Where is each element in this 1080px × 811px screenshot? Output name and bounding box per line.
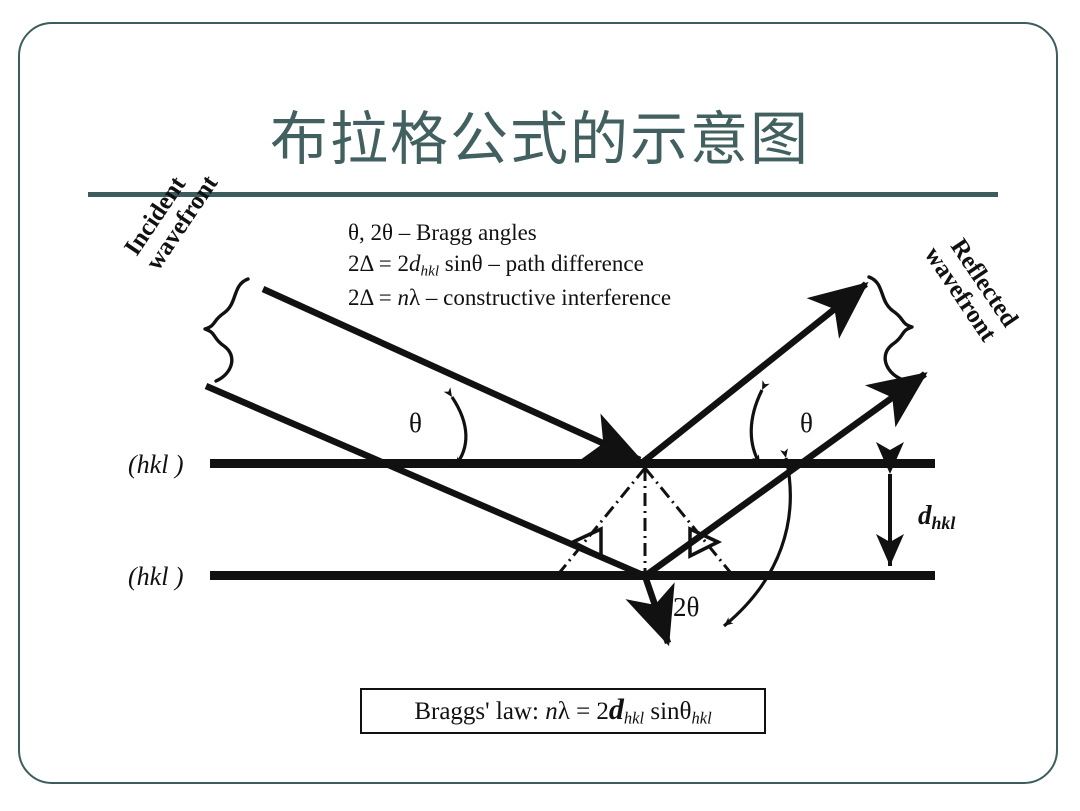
law-prefix: Braggs' law: xyxy=(414,698,546,726)
theta-left-label: θ xyxy=(409,408,422,438)
law-sin: sinθ xyxy=(644,698,692,726)
delta-marker-left xyxy=(568,526,603,559)
theta-right-arc xyxy=(749,380,770,465)
lattice-plane-bottom xyxy=(210,571,935,580)
plane-label-top: (hkl ) xyxy=(128,450,184,479)
incident-ray-lower xyxy=(204,383,647,579)
two-theta-arc xyxy=(722,448,792,628)
eq3-var: n xyxy=(397,285,410,311)
transmitted-ray xyxy=(625,574,675,647)
title-underline-rule xyxy=(88,192,998,197)
reflected-ray-lower xyxy=(643,371,928,579)
reflected-wavefront-brace xyxy=(867,275,914,381)
eq3-post: λ – constructive interference xyxy=(409,285,672,311)
incident-wavefront-brace xyxy=(203,277,250,383)
incident-ray-upper xyxy=(261,286,643,463)
law-sin-sub: hkl xyxy=(691,708,712,728)
eq3-pre: 2Δ = xyxy=(348,285,398,311)
two-theta-label: 2θ xyxy=(673,592,700,622)
eq2-post: sinθ – path difference xyxy=(439,251,644,276)
lattice-plane-top xyxy=(210,459,935,468)
equation-line-2: 2Δ = 2dhkl sinθ – path difference xyxy=(348,251,818,280)
d-spacing-var: d xyxy=(918,500,932,530)
equation-line-1: θ, 2θ – Bragg angles xyxy=(348,220,537,245)
law-lambda: λ xyxy=(557,698,570,726)
law-d-sub: hkl xyxy=(623,708,645,728)
plane-label-bottom: (hkl ) xyxy=(128,562,184,591)
braggs-law-text: Braggs' law: nλ = 2dhkl sinθhkl xyxy=(414,693,711,729)
eq2-var: d xyxy=(409,251,421,276)
equation-legend-block: θ, 2θ – Bragg angles 2Δ = 2dhkl sinθ – p… xyxy=(348,220,818,316)
law-equals: = 2 xyxy=(569,698,609,726)
law-d: d xyxy=(608,693,624,727)
law-n: n xyxy=(545,698,558,726)
theta-right-label: θ xyxy=(800,408,813,438)
d-spacing-sub: hkl xyxy=(931,512,956,533)
equation-line-3: 2Δ = nλ – constructive interference xyxy=(348,285,818,311)
page-title: 布拉格公式的示意图 xyxy=(269,107,810,172)
reflected-ray-upper xyxy=(640,281,869,465)
theta-left-arc xyxy=(443,387,468,468)
path-difference-construction xyxy=(558,467,732,573)
d-spacing-label: dhkl xyxy=(918,500,955,534)
delta-marker-right xyxy=(688,526,723,559)
eq2-pre: 2Δ = 2 xyxy=(348,251,409,276)
braggs-law-box: Braggs' law: nλ = 2dhkl sinθhkl xyxy=(360,688,766,734)
eq2-sub: hkl xyxy=(420,262,440,280)
